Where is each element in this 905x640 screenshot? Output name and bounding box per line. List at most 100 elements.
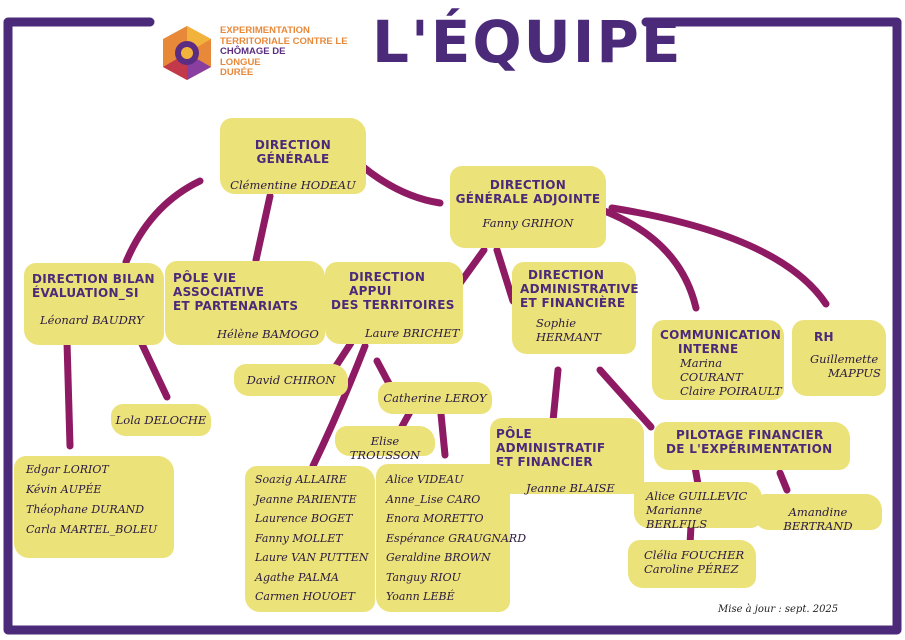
list-item: Kévin AUPÉE xyxy=(26,483,102,496)
box-communication-interne: COMMUNICATION INTERNE Marina COURANT Cla… xyxy=(654,322,782,398)
box-name: Amandine BERTRAND xyxy=(783,505,853,533)
logo-line-2: TERRITORIALE CONTRE LE xyxy=(220,35,348,47)
box-title-line-1: DIRECTION xyxy=(489,178,567,192)
box-direction-administrative: DIRECTION ADMINISTRATIVE ET FINANCIÈRE S… xyxy=(514,264,639,352)
box-title: DIRECTION GÉNÉRALE xyxy=(254,138,332,166)
link-alice-clelia xyxy=(686,522,695,548)
box-pilotage-financier: PILOTAGE FINANCIER DE L'EXPÉRIMENTATION xyxy=(656,424,848,468)
logo-line-1: EXPERIMENTATION xyxy=(220,25,310,36)
link-dg-bilan xyxy=(122,177,204,266)
list-item: Tanguy RIOU xyxy=(386,570,461,584)
team-appui-left-list: Soazig ALLAIRE Jeanne PARIENTE Laurence … xyxy=(247,468,373,610)
box-name: Clémentine HODEAU xyxy=(230,178,356,192)
box-title-line-1: PÔLE ADMINISTRATIF xyxy=(496,427,606,455)
box-name-2: Claire POIRAULT xyxy=(680,384,782,398)
list-item: Laure VAN PUTTEN xyxy=(255,551,369,564)
list-item: Espérance GRAUGNARD xyxy=(386,531,527,545)
box-name: Sophie HERMANT xyxy=(536,316,601,344)
box-name-2: MAPPUS xyxy=(828,366,881,380)
box-name-1: Clélia FOUCHER xyxy=(644,548,745,562)
logo-icon xyxy=(163,26,211,80)
box-name-2: Marianne BERLFILS xyxy=(646,503,708,531)
box-name-1: Alice GUILLEVIC xyxy=(646,489,748,503)
box-amandine-bertrand: Amandine BERTRAND xyxy=(756,496,880,533)
box-name: Léonard BAUDRY xyxy=(40,313,144,327)
list-item: Jeanne PARIENTE xyxy=(255,492,357,506)
update-date: Mise à jour : sept. 2025 xyxy=(718,604,839,615)
link-dg-polevie xyxy=(252,192,274,264)
box-name-2: Caroline PÉREZ xyxy=(644,562,739,576)
link-bilan-team xyxy=(63,338,74,450)
box-title-line-2: ÉVALUATION_SI xyxy=(32,286,139,300)
box-name-1: Marina COURANT xyxy=(680,356,743,384)
box-name: Laure BRICHET xyxy=(365,326,460,340)
list-item: Fanny MOLLET xyxy=(255,531,343,545)
box-title-line-2: GÉNÉRALE ADJOINTE xyxy=(455,192,601,206)
box-david-chiron: David CHIRON xyxy=(236,366,346,394)
box-title-line-1: DIRECTION BILAN xyxy=(32,272,155,286)
box-title-line-2: DE L'EXPÉRIMENTATION xyxy=(666,442,833,456)
box-direction-appui: DIRECTION APPUI DES TERRITOIRES Laure BR… xyxy=(327,264,461,342)
box-title-line-2: INTERNE xyxy=(678,342,739,356)
list-item: Soazig ALLAIRE xyxy=(255,473,347,486)
list-item: Geraldine BROWN xyxy=(386,551,491,564)
team-bilan-list: Edgar LORIOT Kévin AUPÉE Théophane DURAN… xyxy=(16,458,172,556)
list-item: Yoann LEBÉ xyxy=(386,590,455,603)
link-dga-admin xyxy=(493,246,517,305)
logo-line-5: DURÉE xyxy=(220,67,254,79)
box-name: Hélène BAMOGO xyxy=(217,327,319,341)
box-elise-trousson: Elise TROUSSON xyxy=(337,428,433,462)
box-title-line-1: PÔLE VIE ASSOCIATIVE xyxy=(173,271,265,299)
box-name: David CHIRON xyxy=(246,373,336,387)
list-item: Laurence BOGET xyxy=(255,512,353,525)
box-title-line-1: PILOTAGE FINANCIER xyxy=(676,428,824,442)
link-dga-com xyxy=(598,206,700,312)
list-item: Alice VIDEAU xyxy=(386,473,464,486)
box-name: Lola DELOCHE xyxy=(115,413,207,427)
link-catherine-team xyxy=(437,410,449,459)
box-name: Jeanne BLAISE xyxy=(526,481,615,495)
box-pole-administratif: PÔLE ADMINISTRATIF ET FINANCIER Jeanne B… xyxy=(492,420,642,495)
box-title-line-1: DIRECTION APPUI xyxy=(349,270,426,298)
box-name: Elise TROUSSON xyxy=(349,434,421,462)
logo: EXPERIMENTATION TERRITORIALE CONTRE LE C… xyxy=(158,24,368,84)
link-appui-david xyxy=(332,339,355,370)
box-title: RH xyxy=(814,330,834,344)
box-name: Fanny GRIHON xyxy=(482,216,574,230)
box-direction-bilan: DIRECTION BILAN ÉVALUATION_SI Léonard BA… xyxy=(26,265,162,343)
page-title: L'ÉQUIPE xyxy=(372,8,683,76)
box-direction-generale: DIRECTION GÉNÉRALE Clémentine HODEAU xyxy=(222,120,364,192)
list-item: Edgar LORIOT xyxy=(26,463,109,476)
link-dga-rh xyxy=(608,204,830,308)
box-direction-generale-adjointe: DIRECTION GÉNÉRALE ADJOINTE Fanny GRIHON xyxy=(452,168,604,246)
list-item: Théophane DURAND xyxy=(26,503,145,516)
box-title-line-2: ET PARTENARIATS xyxy=(173,299,299,313)
list-item: Anne_Lise CARO xyxy=(386,492,481,506)
link-admin-poleadmin xyxy=(549,366,562,425)
box-title-line-2: ADMINISTRATIVE xyxy=(520,282,639,296)
list-item: Carmen HOUOET xyxy=(255,590,356,603)
link-dg-dga xyxy=(358,162,444,207)
box-title-line-3: ET FINANCIÈRE xyxy=(520,296,626,310)
list-item: Carla MARTEL_BOLEU xyxy=(26,523,158,536)
box-clelia-caroline: Clélia FOUCHER Caroline PÉREZ xyxy=(630,542,754,586)
box-pole-vie-associative: PÔLE VIE ASSOCIATIVE ET PARTENARIATS Hél… xyxy=(167,263,323,343)
box-title-line-2: ET FINANCIER xyxy=(496,455,593,469)
box-name: Catherine LEROY xyxy=(383,391,487,405)
list-item: Enora MORETTO xyxy=(386,512,484,525)
box-name-1: Guillemette xyxy=(810,352,879,366)
team-appui-right-list: Alice VIDEAU Anne_Lise CARO Enora MORETT… xyxy=(378,466,527,610)
box-title-line-2: DES TERRITOIRES xyxy=(331,298,455,312)
logo-line-4: LONGUE xyxy=(220,56,261,68)
box-lola-deloche: Lola DELOCHE xyxy=(113,406,209,434)
link-pilotage-amandine xyxy=(776,469,791,494)
box-title-line-1: COMMUNICATION xyxy=(660,328,782,342)
list-item: Agathe PALMA xyxy=(255,570,339,584)
link-appui-team xyxy=(309,342,369,470)
box-alice-marianne: Alice GUILLEVIC Marianne BERLFILS xyxy=(636,484,760,531)
box-rh: RH Guillemette MAPPUS xyxy=(794,322,884,394)
frame-border xyxy=(3,17,902,635)
logo-text: EXPERIMENTATION TERRITORIALE CONTRE LE C… xyxy=(220,25,348,79)
link-bilan-lola xyxy=(137,338,171,401)
box-title-line-1: DIRECTION xyxy=(528,268,605,282)
